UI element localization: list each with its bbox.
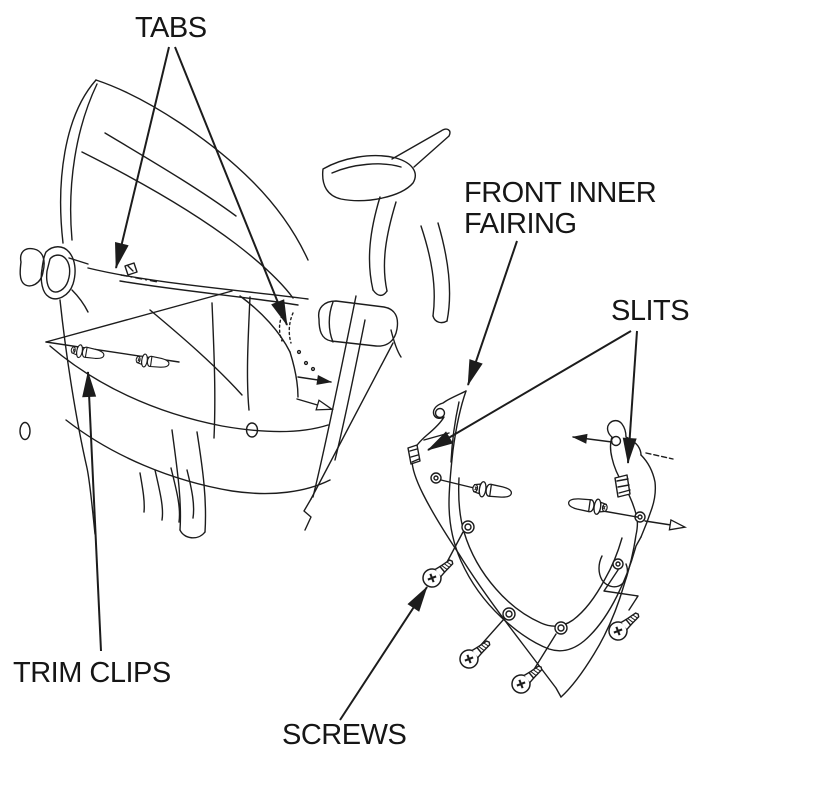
removal-direction-arrow: [296, 398, 331, 409]
callout-arrows: [82, 46, 638, 721]
label-front-inner-fairing: FRONT INNER FAIRING: [464, 177, 657, 240]
tab-mark-left: [120, 274, 159, 283]
tabs-arrow-right: [174, 46, 288, 326]
left-view-fairing-assembly: [19, 79, 451, 539]
screw-icon: [418, 553, 459, 592]
removal-direction-arrow: [297, 374, 332, 385]
screw-icon: [507, 659, 548, 698]
label-front-inner-fairing-line2: FAIRING: [464, 208, 577, 240]
right-view-inner-fairing-panel: [407, 390, 684, 698]
slits-arrow-left: [427, 330, 632, 451]
slits-arrow-right: [622, 330, 638, 464]
front-inner-fairing-arrow: [467, 240, 518, 386]
label-tabs: TABS: [135, 12, 207, 44]
screws-arrow: [339, 586, 428, 721]
screw-icon: [455, 634, 496, 673]
screw-icon: [604, 606, 645, 645]
label-trim-clips: TRIM CLIPS: [13, 657, 171, 689]
label-slits: SLITS: [611, 295, 690, 327]
trim-clips-arrow: [82, 371, 102, 652]
trim-clip-icon: [471, 479, 514, 502]
slide-direction-arrow: [644, 521, 684, 527]
tabs-arrow-left: [115, 46, 170, 269]
mounting-holes: [430, 407, 646, 635]
slit: [407, 444, 421, 465]
trim-clip-icon: [566, 494, 609, 517]
slit: [614, 474, 631, 498]
slide-direction-arrow: [572, 433, 613, 444]
label-front-inner-fairing-line1: FRONT INNER: [464, 177, 657, 209]
label-screws: SCREWS: [282, 719, 407, 751]
